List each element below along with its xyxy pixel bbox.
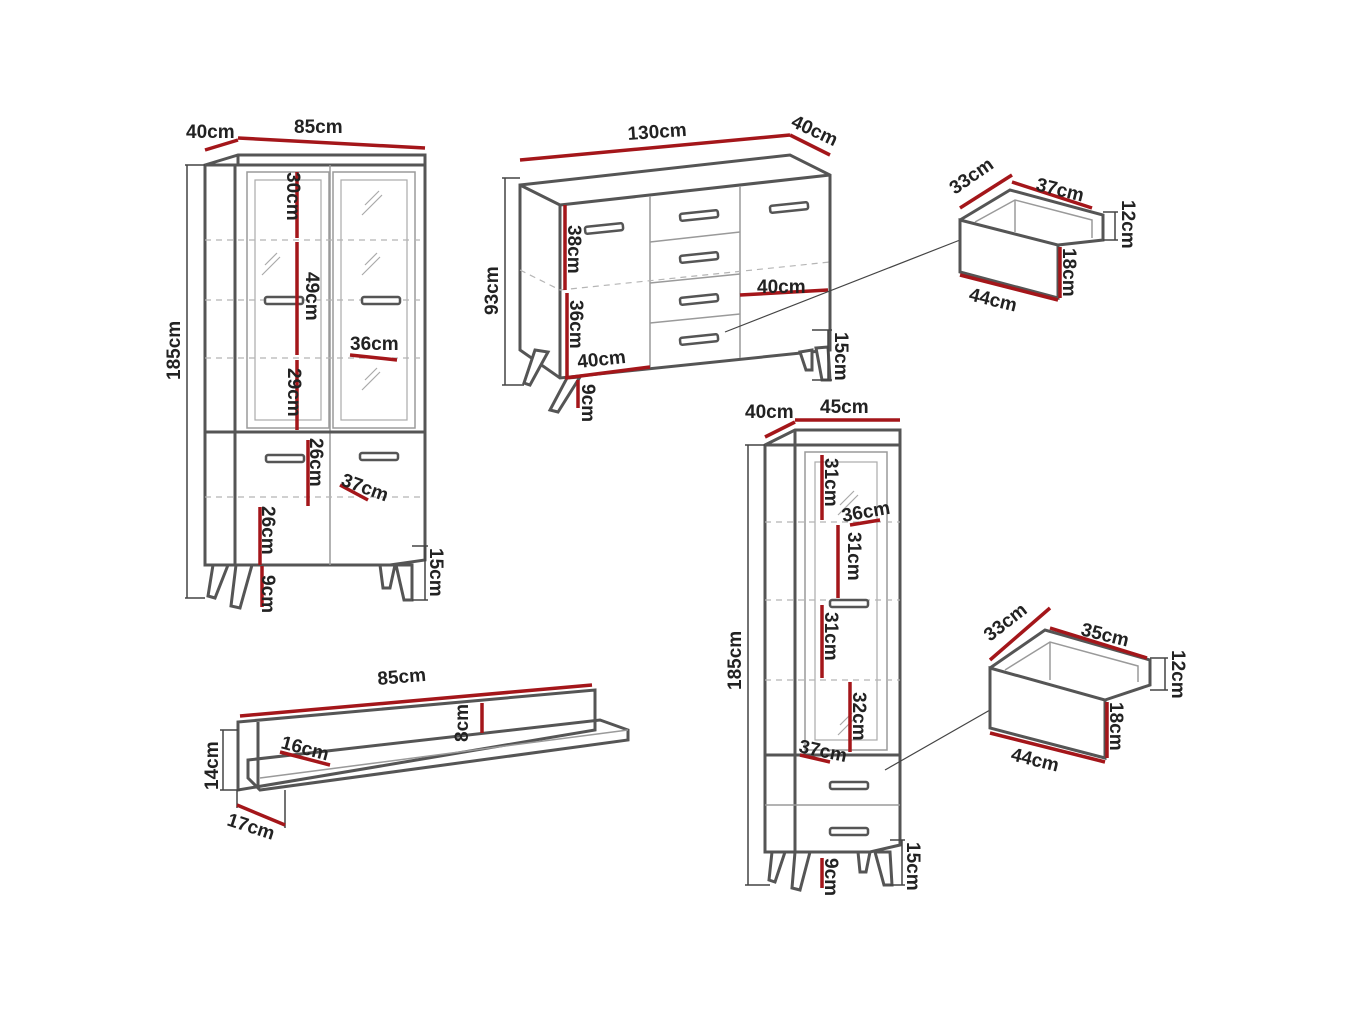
- tall-cabinet-depth-label: 40cm: [745, 402, 794, 423]
- sideboard-drawer-front: [958, 218, 1060, 300]
- tall-cabinet-comp1-label: 31cm: [820, 458, 841, 507]
- tall-cabinet-drawer-depth-label: 37cm: [797, 736, 849, 767]
- vitrine-depth-label: 40cm: [186, 122, 235, 143]
- vitrine-glass-mid-label: 49cm: [301, 272, 322, 321]
- wall-shelf-shelf-depth-label: 16cm: [279, 733, 331, 766]
- vitrine-glass-top-label: 30cm: [282, 172, 303, 221]
- tall-cabinet-height-label: 185cm: [725, 631, 746, 690]
- wall-shelf-depth-label: 17cm: [224, 810, 277, 845]
- tall-cabinet-comp3-label: 31cm: [820, 612, 841, 661]
- vitrine-plinth-label: 9cm: [257, 575, 278, 613]
- vitrine-drawer-handle-right: [358, 451, 400, 462]
- sideboard-door-upper-label: 38cm: [563, 225, 584, 274]
- sideboard-drawer-width-label: 37cm: [1034, 174, 1086, 206]
- tall-drawer-height-label: 12cm: [1167, 650, 1188, 699]
- sideboard-right-handle: [768, 200, 810, 215]
- sideboard-drawer2-handle: [678, 250, 720, 265]
- tall-cabinet-leg: [790, 850, 812, 892]
- vitrine-right-handle: [360, 295, 402, 306]
- sideboard-left-handle: [583, 221, 625, 236]
- tall-cabinet-legs-label: 15cm: [902, 842, 923, 891]
- tall-cabinet-drawer-detail: 33cm 35cm 12cm 18cm 44cm: [980, 599, 1188, 776]
- wall-shelf: 85cm 8cm 14cm 16cm 17cm: [202, 665, 630, 845]
- tall-cabinet-leg: [856, 850, 872, 874]
- sideboard-inner-depth-right-label: 40cm: [757, 277, 806, 298]
- tall-cabinet-width-label: 45cm: [820, 397, 869, 418]
- sideboard-drawer1-handle: [678, 208, 720, 223]
- vitrine-drawer-handle-left: [264, 453, 306, 464]
- vitrine-leg: [229, 563, 254, 610]
- vitrine-cabinet: 40cm 85cm 185cm 30cm 49cm 29cm 36cm 26cm…: [164, 117, 446, 613]
- sideboard-width-label: 130cm: [627, 120, 687, 145]
- vitrine-legs-label: 15cm: [425, 548, 446, 597]
- sideboard-door-lower-label: 36cm: [565, 300, 586, 349]
- sideboard-leg: [522, 348, 551, 387]
- sideboard-drawer-detail: 33cm 37cm 12cm 18cm 44cm: [946, 154, 1138, 317]
- tall-cabinet-comp4-label: 32cm: [848, 692, 869, 741]
- tall-drawer-front-label: 18cm: [1105, 702, 1126, 751]
- vitrine-shelf-depth-label: 36cm: [350, 334, 399, 355]
- tall-cabinet-door-handle: [828, 598, 870, 609]
- sideboard-inner-depth-left-label: 40cm: [576, 347, 627, 373]
- tall-cabinet-shelf-depth-label: 36cm: [840, 498, 892, 527]
- sideboard-depth-label: 40cm: [788, 111, 841, 151]
- vitrine-height-label: 185cm: [164, 321, 185, 380]
- sideboard-leg: [547, 375, 583, 414]
- sideboard-body: [518, 153, 832, 380]
- vitrine-glass-low-label: 29cm: [283, 368, 304, 417]
- tall-cabinet-comp2-label: 31cm: [843, 532, 864, 581]
- sideboard-drawer-depth-label: 33cm: [946, 154, 998, 199]
- sideboard-cabinet: 130cm 40cm 93cm 38cm 36cm 40cm 40cm 9cm …: [482, 111, 961, 422]
- tall-cabinet-glass-door: [804, 451, 888, 751]
- vitrine-leg: [394, 563, 414, 602]
- sideboard-drawer3-handle: [678, 292, 720, 307]
- tall-cabinet-leg: [767, 850, 788, 884]
- wall-shelf-height-label: 14cm: [202, 741, 223, 790]
- sideboard-legs-label: 15cm: [830, 332, 851, 381]
- tall-cabinet-drawer1-handle: [828, 780, 870, 791]
- sideboard-leg: [798, 348, 814, 372]
- wall-shelf-width-label: 85cm: [377, 665, 427, 690]
- sideboard-drawer4-handle: [678, 332, 720, 347]
- tall-cabinet-plinth-label: 9cm: [820, 858, 841, 896]
- tall-cabinet-drawer2-handle: [828, 826, 870, 837]
- sideboard-height-label: 93cm: [482, 266, 503, 315]
- vitrine-left-handle: [263, 295, 305, 306]
- vitrine-leg: [206, 563, 231, 600]
- sideboard-drawer-height-label: 12cm: [1117, 200, 1138, 249]
- wall-shelf-back-height-label: 8cm: [452, 704, 473, 742]
- vitrine-lower-door-label: 26cm: [257, 506, 278, 555]
- tall-drawer-depth-label: 33cm: [980, 599, 1031, 645]
- sideboard-drawer-front-label: 18cm: [1058, 248, 1079, 297]
- wall-shelf-back-panel: [236, 688, 597, 792]
- tall-drawer-front: [988, 666, 1107, 760]
- vitrine-drawer-depth-label: 37cm: [338, 470, 391, 506]
- vitrine-drawer-height-label: 26cm: [305, 438, 326, 487]
- vitrine-leg: [378, 563, 397, 590]
- sideboard-plinth-label: 9cm: [577, 384, 598, 422]
- tall-cabinet: 40cm 45cm 185cm 31cm 36cm 31cm 31cm 32cm…: [725, 397, 991, 896]
- wall-shelf-board: [246, 718, 630, 792]
- tall-cabinet-leg: [873, 850, 894, 887]
- vitrine-width-label: 85cm: [294, 117, 343, 138]
